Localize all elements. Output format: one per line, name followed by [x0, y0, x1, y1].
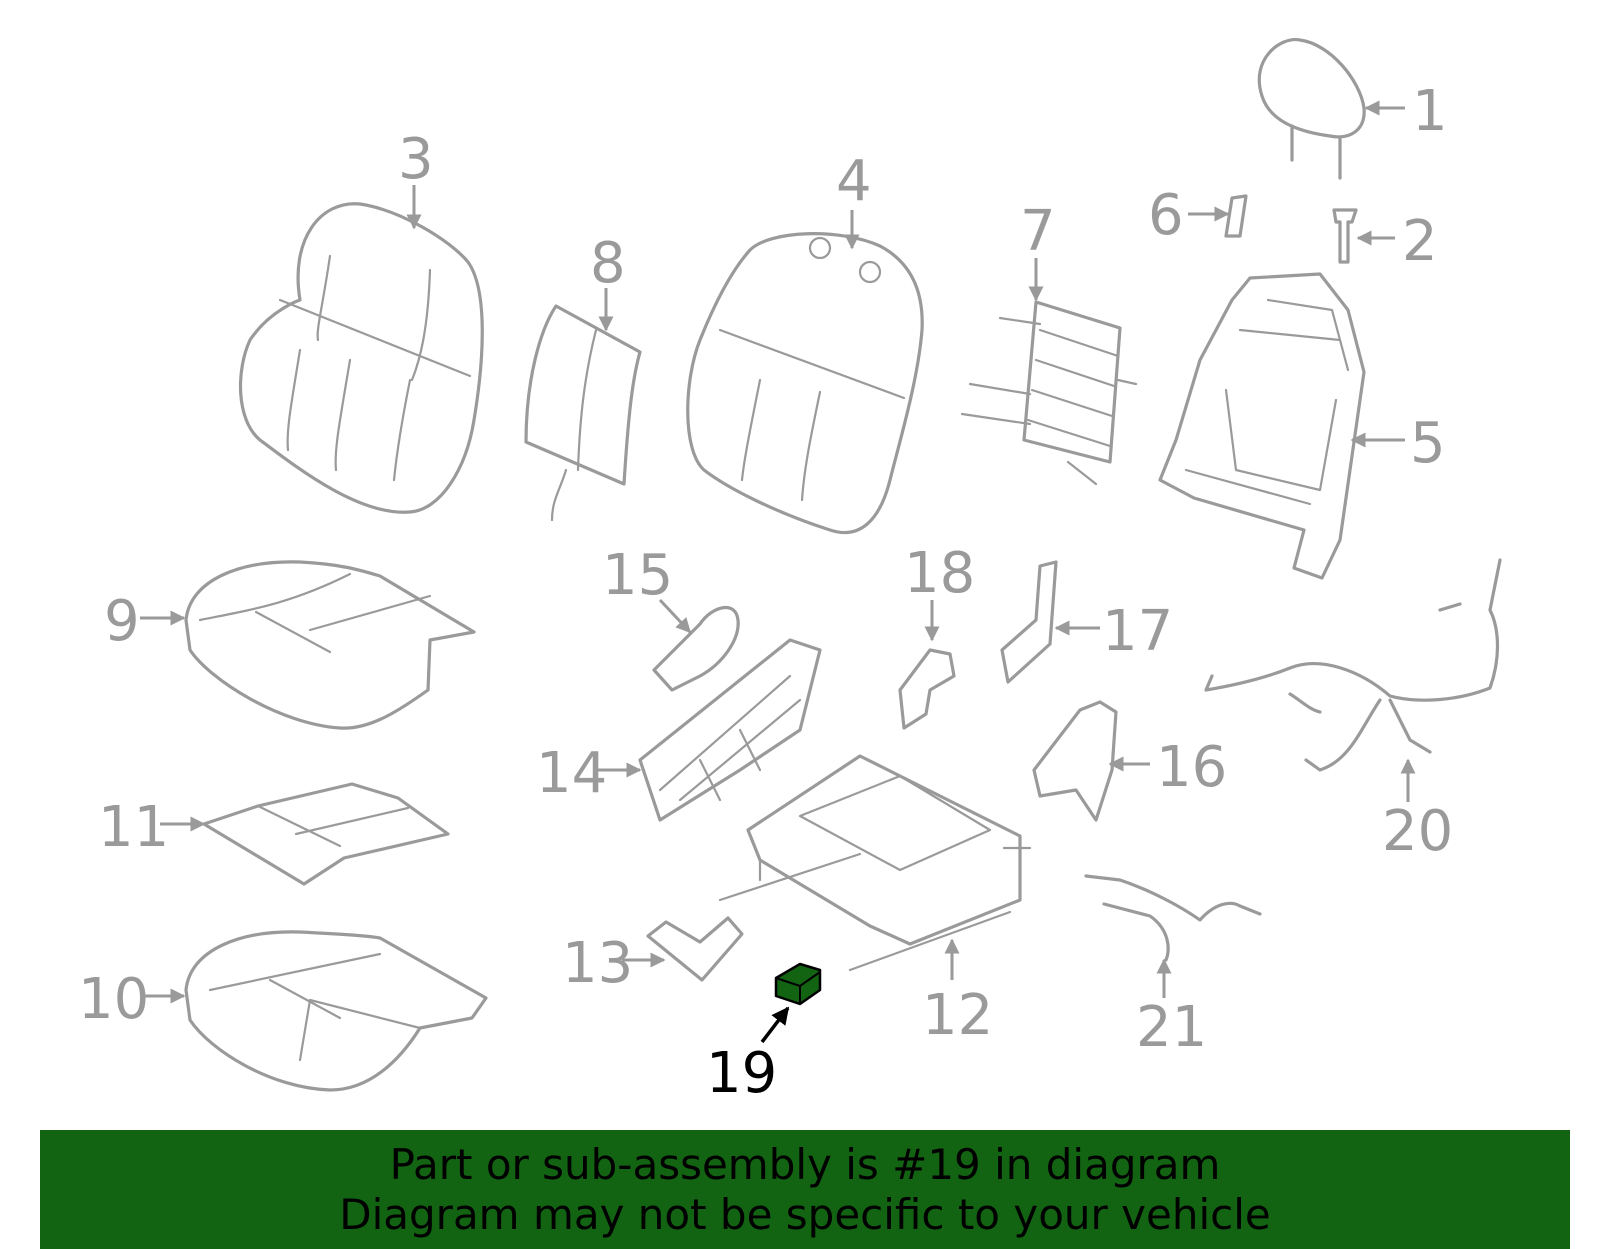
callout-13: 13: [562, 931, 633, 996]
callout-1: 1: [1412, 79, 1448, 144]
part-9-cushion-cover: [184, 560, 476, 730]
part-11-seat-heater: [202, 782, 450, 886]
part-5-seatback-frame: [1158, 272, 1366, 580]
part-15-hinge-cover: [652, 605, 740, 692]
part-1-headrest: [1257, 38, 1366, 180]
part-13-clip: [646, 916, 744, 982]
part-12-seat-frame: [718, 754, 1032, 972]
part-2-headrest-guide: [1332, 208, 1358, 264]
info-banner: Part or sub-assembly is #19 in diagram D…: [40, 1130, 1570, 1249]
part-20-wire-harness: [1204, 558, 1502, 772]
callout-8: 8: [590, 231, 626, 296]
callout-19-highlighted: 19: [706, 1041, 777, 1106]
part-8-back-pad: [524, 304, 642, 522]
part-18-bracket: [898, 648, 956, 730]
part-7-lumbar-frame: [960, 300, 1138, 486]
part-16-cover: [1032, 700, 1118, 822]
callout-10: 10: [78, 967, 149, 1032]
part-6-clip: [1224, 194, 1248, 238]
callout-16: 16: [1156, 735, 1227, 800]
callout-5: 5: [1410, 411, 1446, 476]
banner-line-disclaimer: Diagram may not be specific to your vehi…: [339, 1189, 1271, 1239]
part-4-seatback-pad: [686, 232, 924, 535]
callout-12: 12: [922, 983, 993, 1048]
part-10-cushion-pad: [184, 930, 488, 1092]
callout-6: 6: [1148, 183, 1184, 248]
callout-18: 18: [904, 541, 975, 606]
part-3-seatback-cover: [238, 202, 484, 514]
part-14-side-shield: [638, 638, 822, 822]
callout-11: 11: [98, 795, 169, 860]
callout-2: 2: [1402, 209, 1438, 274]
callout-3: 3: [398, 127, 434, 192]
callout-14: 14: [536, 741, 607, 806]
callout-labels: 1 2 3 4 5 6 7 8 9 10 11 12 13 14 15 16 1…: [78, 79, 1453, 1106]
callout-17: 17: [1102, 599, 1173, 664]
callout-21: 21: [1136, 995, 1207, 1060]
part-21-wire-harness: [1084, 874, 1262, 962]
leader-arrows: [140, 100, 1416, 1044]
callout-15: 15: [602, 543, 673, 608]
banner-line-part-number: Part or sub-assembly is #19 in diagram: [389, 1139, 1221, 1189]
seat-parts-diagram: 1 2 3 4 5 6 7 8 9 10 11 12 13 14 15 16 1…: [78, 38, 1502, 1106]
callout-9: 9: [104, 589, 140, 654]
callout-20: 20: [1382, 799, 1453, 864]
part-19-highlighted: [774, 962, 822, 1006]
callout-7: 7: [1020, 199, 1056, 264]
part-17-trim: [1000, 560, 1058, 684]
callout-4: 4: [836, 149, 872, 214]
